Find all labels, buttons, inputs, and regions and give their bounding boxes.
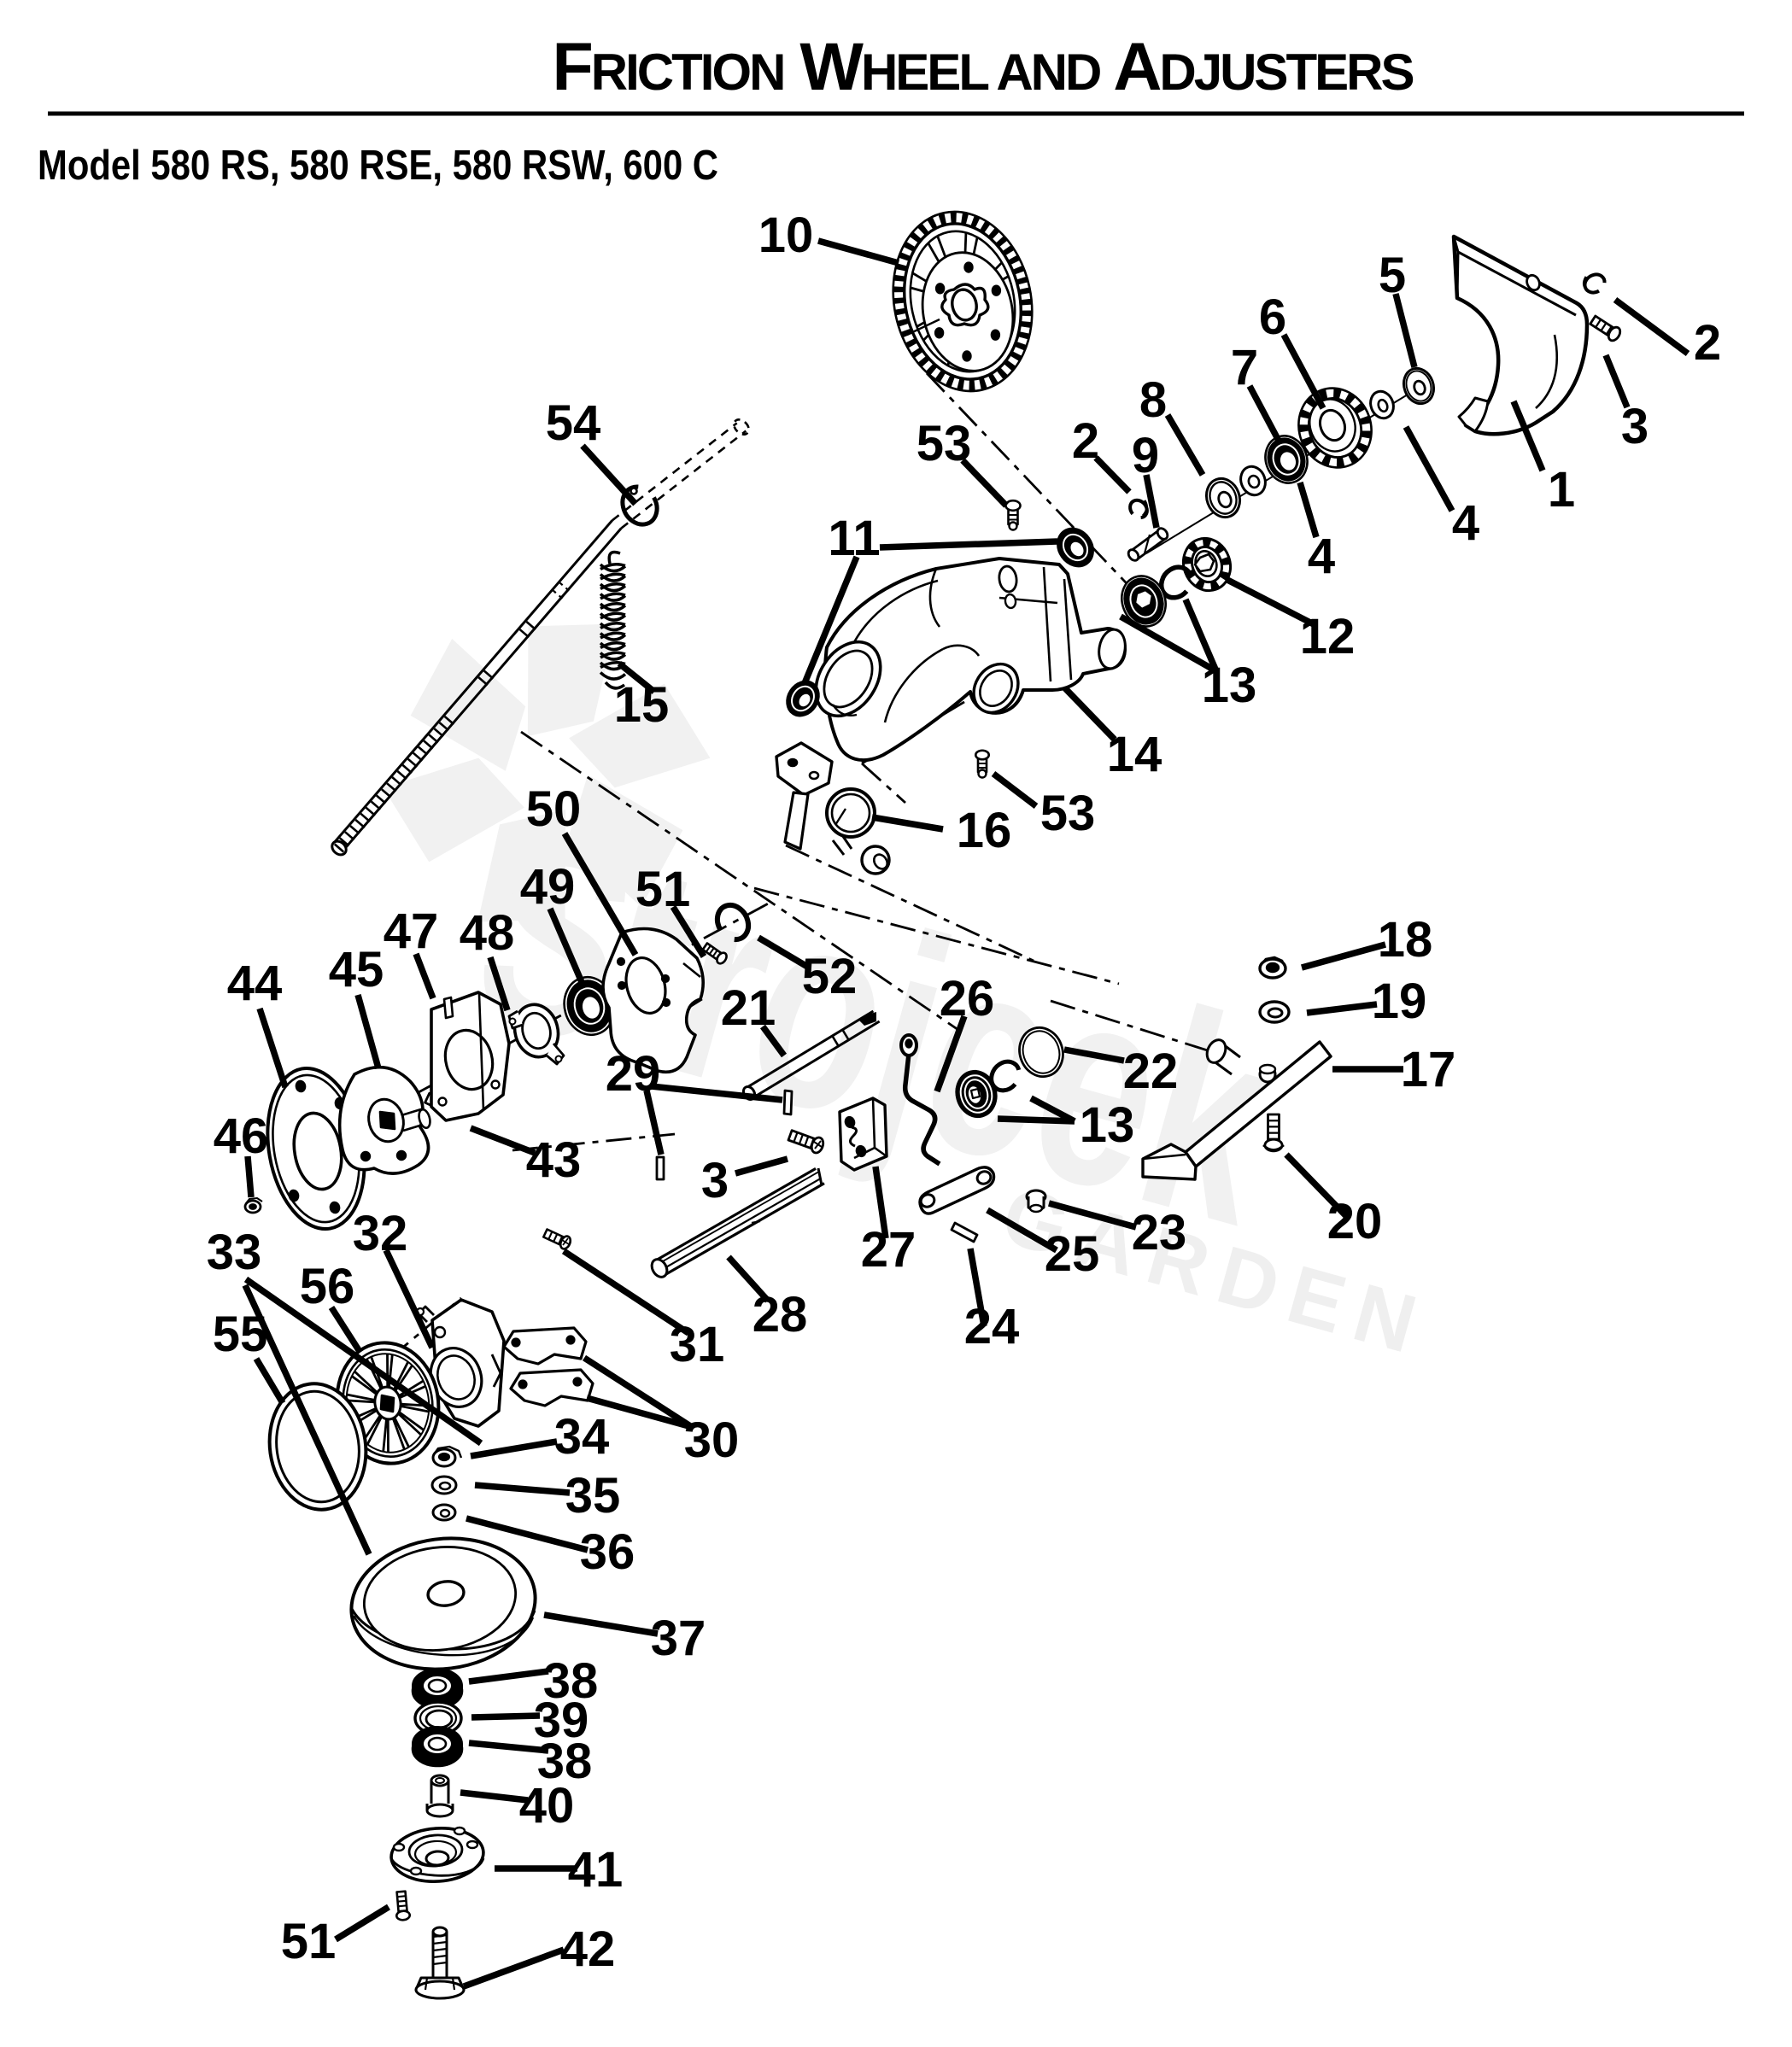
svg-text:11: 11 (828, 511, 880, 566)
svg-text:23: 23 (1132, 1205, 1187, 1260)
svg-text:2: 2 (1072, 413, 1099, 469)
svg-text:2: 2 (1694, 315, 1721, 371)
svg-text:4: 4 (1308, 529, 1335, 584)
svg-text:9: 9 (1132, 428, 1159, 483)
svg-text:34: 34 (554, 1409, 610, 1465)
svg-text:24: 24 (964, 1299, 1020, 1354)
svg-text:40: 40 (519, 1778, 575, 1834)
svg-text:54: 54 (546, 395, 601, 451)
svg-text:7: 7 (1231, 340, 1258, 395)
svg-text:41: 41 (568, 1842, 624, 1898)
svg-text:43: 43 (526, 1132, 582, 1188)
svg-text:44: 44 (227, 956, 283, 1011)
svg-text:3: 3 (701, 1153, 729, 1208)
svg-text:48: 48 (460, 905, 515, 961)
svg-text:4: 4 (1452, 495, 1479, 551)
svg-text:28: 28 (753, 1287, 808, 1342)
svg-text:55: 55 (213, 1307, 268, 1362)
svg-text:13: 13 (1202, 658, 1257, 713)
svg-text:6: 6 (1259, 290, 1286, 345)
svg-text:51: 51 (281, 1914, 337, 1969)
svg-text:27: 27 (861, 1222, 916, 1278)
svg-text:33: 33 (207, 1225, 262, 1280)
svg-text:12: 12 (1300, 609, 1356, 664)
svg-text:35: 35 (565, 1468, 621, 1524)
svg-text:36: 36 (580, 1524, 635, 1580)
svg-text:51: 51 (635, 862, 691, 917)
svg-text:50: 50 (526, 781, 582, 837)
svg-text:16: 16 (957, 803, 1012, 858)
svg-text:20: 20 (1327, 1194, 1383, 1249)
svg-text:21: 21 (721, 980, 776, 1036)
svg-text:19: 19 (1372, 974, 1427, 1029)
svg-text:32: 32 (353, 1206, 408, 1261)
svg-text:38: 38 (543, 1653, 599, 1709)
svg-text:53: 53 (916, 416, 972, 471)
svg-text:18: 18 (1378, 912, 1433, 968)
svg-text:30: 30 (684, 1412, 740, 1468)
svg-text:13: 13 (1080, 1097, 1135, 1153)
svg-text:15: 15 (614, 677, 670, 733)
svg-text:25: 25 (1045, 1226, 1100, 1282)
svg-text:39: 39 (534, 1693, 589, 1748)
svg-text:3: 3 (1621, 399, 1649, 454)
svg-text:22: 22 (1123, 1044, 1179, 1099)
svg-text:47: 47 (384, 904, 439, 959)
svg-text:8: 8 (1139, 372, 1167, 428)
svg-text:1: 1 (1548, 462, 1575, 518)
svg-text:46: 46 (214, 1108, 269, 1164)
svg-text:31: 31 (670, 1317, 725, 1372)
svg-text:38: 38 (537, 1734, 593, 1789)
svg-text:45: 45 (329, 942, 384, 997)
svg-text:42: 42 (560, 1921, 616, 1977)
svg-text:29: 29 (606, 1046, 661, 1102)
svg-text:17: 17 (1401, 1042, 1456, 1097)
svg-text:52: 52 (802, 949, 858, 1004)
svg-text:5: 5 (1379, 248, 1406, 303)
svg-text:53: 53 (1040, 786, 1096, 841)
svg-text:Model 580 RS, 580 RSE, 580 RSW: Model 580 RS, 580 RSE, 580 RSW, 600 C (38, 143, 718, 189)
svg-text:56: 56 (300, 1259, 355, 1314)
svg-text:10: 10 (758, 208, 814, 263)
svg-text:37: 37 (651, 1611, 706, 1666)
svg-text:14: 14 (1107, 727, 1162, 782)
svg-text:26: 26 (940, 971, 995, 1026)
svg-text:49: 49 (520, 859, 576, 915)
